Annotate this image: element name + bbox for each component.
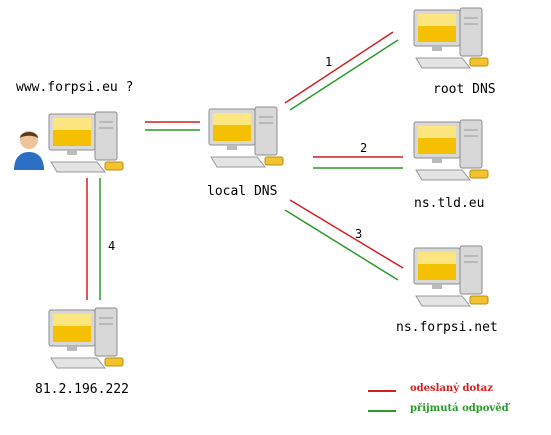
request-line-root: [284, 31, 394, 104]
forpsi-dns-computer-icon: [413, 245, 489, 307]
step-3-label: 3: [355, 227, 363, 241]
legend-request-swatch: [368, 390, 396, 392]
web-server-computer-icon: [48, 307, 124, 369]
step-4-label: 4: [108, 239, 116, 253]
response-line-forpsi: [284, 209, 399, 281]
forpsi-dns-label: ns.forpsi.net: [396, 320, 498, 335]
step-1-label: 1: [325, 55, 333, 69]
tld-dns-label: ns.tld.eu: [414, 196, 485, 211]
client-computer-icon: [48, 111, 124, 173]
legend-response-swatch: [368, 410, 396, 412]
root-dns-label: root DNS: [433, 82, 496, 97]
legend-request-label: odeslaný dotaz: [410, 383, 493, 394]
request-line-forpsi: [289, 199, 404, 269]
local-dns-computer-icon: [208, 106, 284, 168]
local-dns-label: local DNS: [207, 184, 278, 199]
response-line-root: [289, 39, 399, 111]
query-label: www.forpsi.eu ?: [16, 80, 134, 95]
root-dns-computer-icon: [413, 7, 489, 69]
legend-response-label: přijmutá odpověď: [410, 403, 509, 414]
step-2-label: 2: [360, 141, 368, 155]
ip-address-label: 81.2.196.222: [35, 382, 129, 397]
tld-dns-computer-icon: [413, 119, 489, 181]
user-icon: [14, 131, 44, 170]
